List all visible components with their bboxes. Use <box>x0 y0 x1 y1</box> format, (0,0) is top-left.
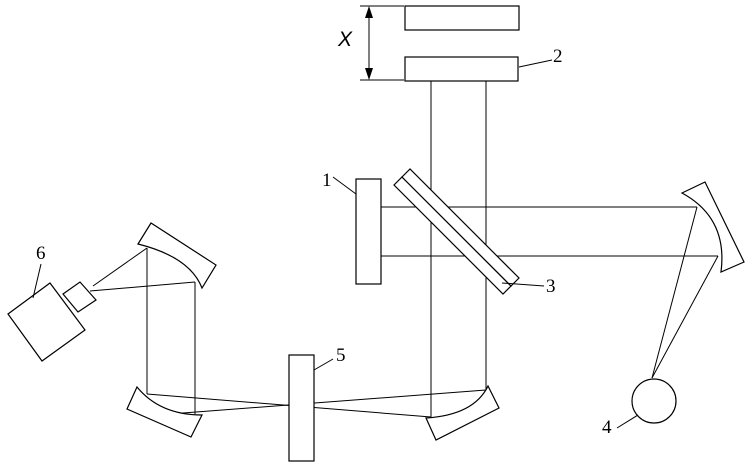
label-part-6: 6 <box>36 243 46 264</box>
beam-detector-1 <box>92 247 148 287</box>
mirror-1 <box>355 178 382 285</box>
top-mirror-moving <box>404 5 520 31</box>
label-part-3: 3 <box>546 276 556 297</box>
label-part-4: 4 <box>602 417 612 438</box>
label-part-5: 5 <box>336 345 346 366</box>
detector-window <box>62 281 97 313</box>
concave-mirror-lower-right <box>425 384 500 441</box>
leader-line-4 <box>616 414 639 429</box>
concave-mirror-right <box>680 181 745 273</box>
beam-paths <box>89 81 719 418</box>
detector-6 <box>7 281 97 362</box>
leader-line-6 <box>32 263 42 299</box>
displacement-arrow-down-icon <box>365 68 373 80</box>
concave-mirror-upper-left <box>137 222 217 290</box>
beam-splitter-3 <box>393 168 520 295</box>
leader-line-5 <box>313 358 334 371</box>
concave-mirror-lower-left <box>126 385 203 438</box>
sample-5 <box>288 354 315 462</box>
displacement-label: X <box>337 28 353 51</box>
leader-line-3 <box>501 282 545 287</box>
beam-cross-1 <box>169 389 487 415</box>
beam-splitter-plate-front <box>393 176 512 295</box>
displacement-marker <box>360 5 404 81</box>
source-4 <box>631 378 677 424</box>
beam-source-lower <box>651 255 719 379</box>
displacement-arrow-up-icon <box>365 6 373 18</box>
beam-detector-2 <box>89 281 196 292</box>
beam-source-upper <box>651 206 698 379</box>
leader-line-2 <box>518 59 553 68</box>
leader-line-1 <box>332 176 357 195</box>
label-part-1: 1 <box>322 170 332 191</box>
detector-body <box>7 282 86 362</box>
beam-splitter-plate-back <box>401 168 520 287</box>
label-part-2: 2 <box>553 46 563 67</box>
mirror-2 <box>404 56 519 82</box>
leader-lines <box>32 59 639 429</box>
